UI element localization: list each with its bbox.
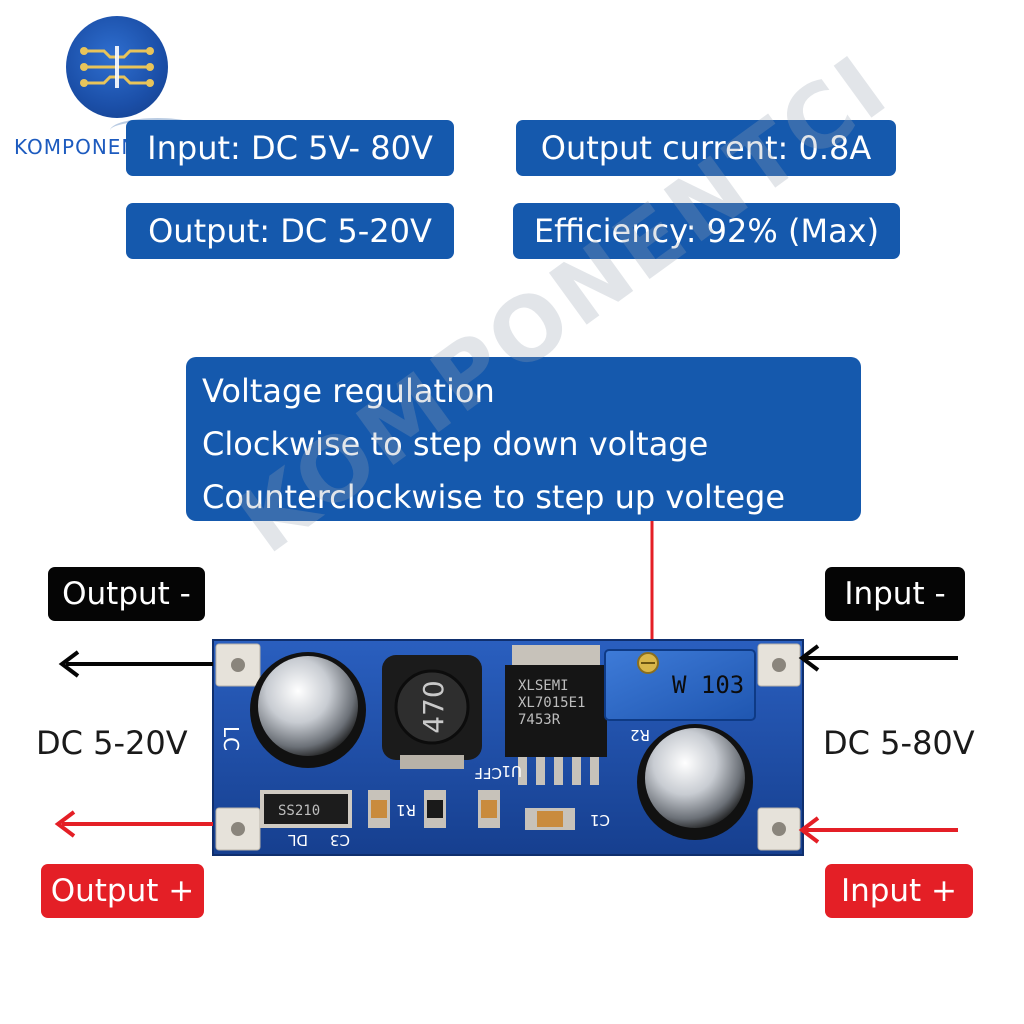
input-capacitor [645,728,745,828]
regulation-counterclockwise: Counterclockwise to step up voltege [202,478,786,516]
output-plus-arrow [54,810,213,838]
silk-lc: LC [219,726,243,751]
silk-r2: R2 [630,726,650,744]
input-minus-label: Input - [825,567,965,621]
circuit-icon [80,46,154,88]
spec-output-voltage: Output: DC 5-20V [126,203,454,259]
logo-swoosh [110,118,205,143]
diode [260,790,352,828]
input-minus-arrow [798,644,958,672]
inductor-marking: 470 [417,680,450,733]
input-plus-label: Input + [825,864,973,918]
spec-input-voltage: Input: DC 5V- 80V [126,120,454,176]
input-plus-arrow [798,816,958,844]
pot-marking: W 103 [672,671,744,699]
silk-cff: CFF [474,764,502,782]
silk-c1: C1 [590,811,610,829]
output-minus-arrow [58,650,213,678]
silk-c3: C3 [330,831,350,849]
pcb-board: 470 XLSEMI XL7015E1 7453R W 103 SS210 [212,639,804,856]
output-capacitor [258,656,358,756]
input-voltage-label: DC 5-80V [823,724,975,762]
silk-r1: R1 [396,801,416,819]
regulation-clockwise: Clockwise to step down voltage [202,425,709,463]
silk-dl: DL [287,831,308,849]
regulation-title: Voltage regulation [202,372,495,410]
output-voltage-label: DC 5-20V [36,724,188,762]
ic-marking-1: XLSEMI [518,678,569,694]
ic-marking-2: XL7015E1 [518,695,585,711]
diode-marking: SS210 [278,803,320,819]
output-minus-label: Output - [48,567,205,621]
brand-logo [66,16,168,118]
spec-output-current: Output current: 0.8A [516,120,896,176]
voltage-regulation-callout: Voltage regulation Clockwise to step dow… [186,357,861,521]
silk-u1: U1 [501,762,522,780]
spec-efficiency: Efficiency: 92% (Max) [513,203,900,259]
ic-marking-3: 7453R [518,712,561,728]
output-plus-label: Output + [41,864,204,918]
